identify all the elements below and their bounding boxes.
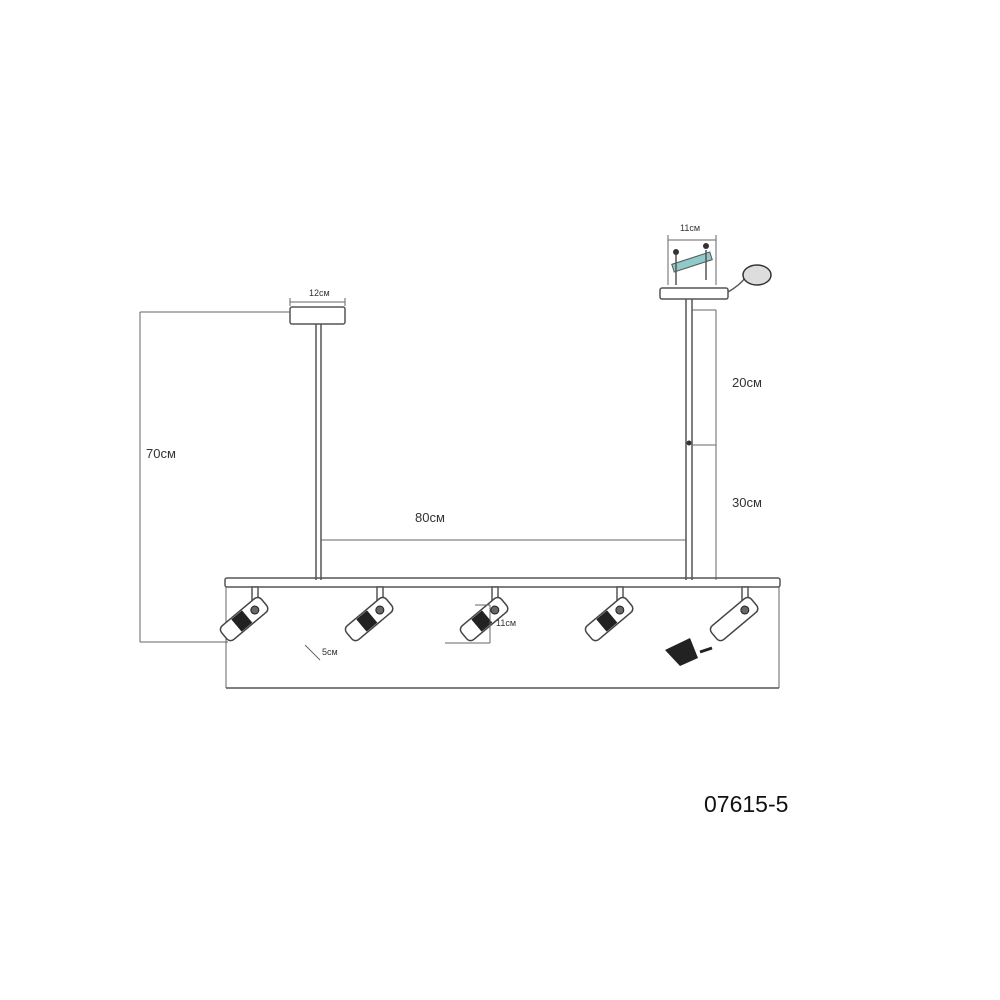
- upper-rod-label: 20см: [732, 375, 762, 390]
- model-code: 07615-5: [704, 791, 788, 817]
- left-canopy: [289, 298, 346, 325]
- spotlight: [344, 586, 394, 642]
- spotlight: [219, 586, 269, 642]
- right-rod: [685, 299, 693, 580]
- spot-height-label: 11см: [496, 618, 516, 628]
- height-dimension: [139, 311, 290, 643]
- right-canopy-width-label: 11см: [680, 223, 700, 233]
- spotlight: [709, 586, 759, 642]
- spotlight: [584, 586, 634, 642]
- left-canopy-width-label: 12см: [309, 288, 330, 298]
- spotlight: [459, 586, 509, 642]
- spot-height-dimension: [445, 604, 491, 644]
- rod-dimension: [692, 309, 717, 580]
- spotlights: [219, 586, 759, 642]
- spot-width-dimension: [304, 644, 321, 661]
- lower-rod-label: 30см: [732, 495, 762, 510]
- light-bar: [224, 577, 781, 588]
- bulb-icon: [665, 638, 713, 666]
- spot-width-label: 5см: [322, 647, 338, 657]
- spacing-label: 80см: [415, 510, 445, 525]
- height-label: 70см: [146, 446, 176, 461]
- right-canopy: [659, 235, 772, 300]
- left-rod: [315, 324, 322, 580]
